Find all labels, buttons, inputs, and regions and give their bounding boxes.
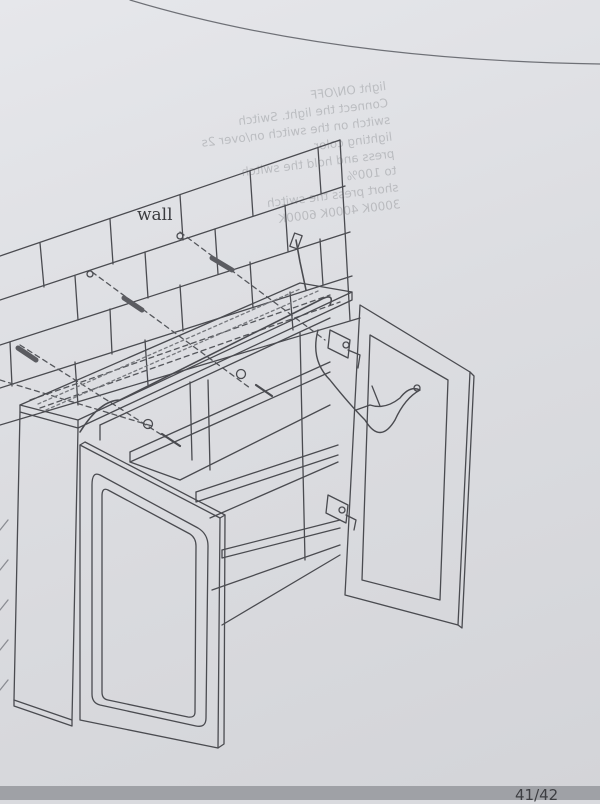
door-wire-plug (413, 384, 421, 392)
led-wire-icon (79, 296, 333, 433)
wall-label: wall (137, 205, 173, 225)
cabinet-top (19, 282, 353, 429)
left-door (79, 441, 226, 749)
right-door (344, 304, 475, 629)
wall-anchor-icon (15, 232, 235, 363)
hinge-icon (325, 329, 361, 531)
page-number: 41/42 (515, 786, 559, 804)
mounting-guides (0, 231, 341, 438)
edge-marks (0, 519, 9, 691)
page-bottom-edge (0, 786, 600, 800)
page-fold-line (129, 0, 600, 65)
brick-wall (0, 139, 361, 426)
door-wire (315, 329, 421, 434)
cabinet-shelves (129, 361, 341, 591)
cabinet-body (13, 317, 341, 727)
connector-plug (289, 232, 303, 250)
